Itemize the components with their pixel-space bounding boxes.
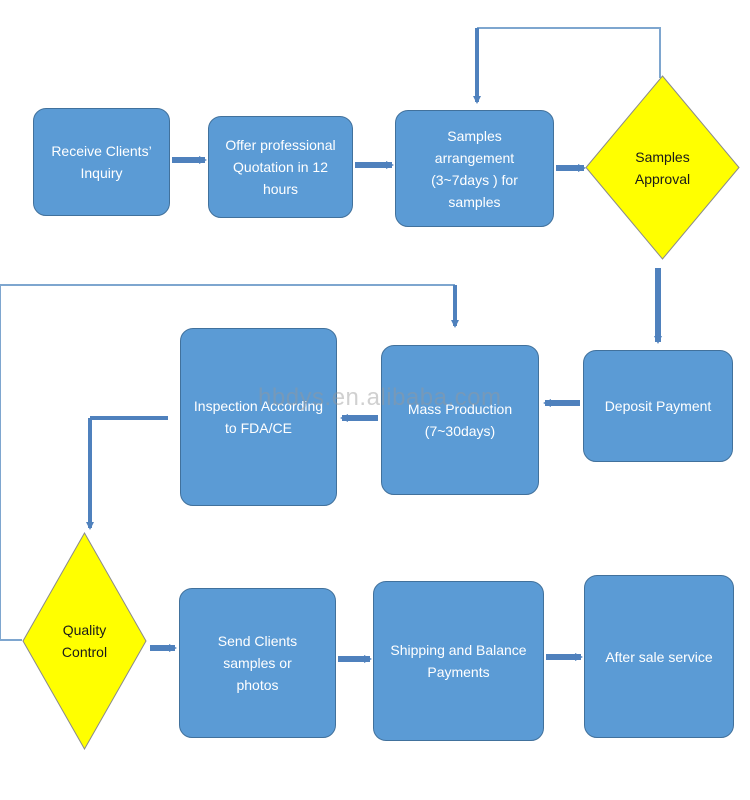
step-mass-production-label: Mass Production (7~30days) [407,401,513,439]
samples-approval-label: Samples Approval [634,148,691,187]
step-mass-production[interactable]: Mass Production (7~30days) [381,345,539,495]
step-shipping-balance[interactable]: Shipping and Balance Payments [373,581,544,741]
decision-samples-approval[interactable]: Samples Approval [585,75,740,260]
loop-approval-to-samples [477,27,661,78]
quality-control-diamond-shape [22,532,147,750]
step-after-sale[interactable]: After sale service [584,575,734,738]
quality-control-label: Quality Control [61,622,108,660]
step-deposit-payment[interactable]: Deposit Payment [583,350,733,462]
step-offer-quotation-label: Offer professional Quotation in 12 hours [225,137,336,197]
step-inspection-label: Inspection According to FDA/CE [193,398,324,436]
step-samples-arrangement[interactable]: Samples arrangement (3~7days ) for sampl… [395,110,554,227]
step-deposit-payment-label: Deposit Payment [604,398,712,414]
step-after-sale-label: After sale service [605,648,713,665]
step-samples-arrangement-label: Samples arrangement (3~7days ) for sampl… [431,127,518,210]
decision-quality-control[interactable]: Quality Control [22,532,147,750]
step-inspection[interactable]: Inspection According to FDA/CE [180,328,337,506]
step-receive-inquiry[interactable]: Receive Clients’ Inquiry [33,108,170,216]
step-offer-quotation[interactable]: Offer professional Quotation in 12 hours [208,116,353,218]
step-receive-inquiry-label: Receive Clients’ Inquiry [51,143,152,181]
step-send-samples[interactable]: Send Clients samples or photos [179,588,336,738]
step-shipping-balance-label: Shipping and Balance Payments [390,642,527,680]
watermark: hbdys.en.alibaba.com [258,384,502,411]
samples-approval-diamond-shape [585,75,740,260]
step-send-samples-label: Send Clients samples or photos [217,633,298,693]
loop-quality-to-mass [0,284,455,641]
